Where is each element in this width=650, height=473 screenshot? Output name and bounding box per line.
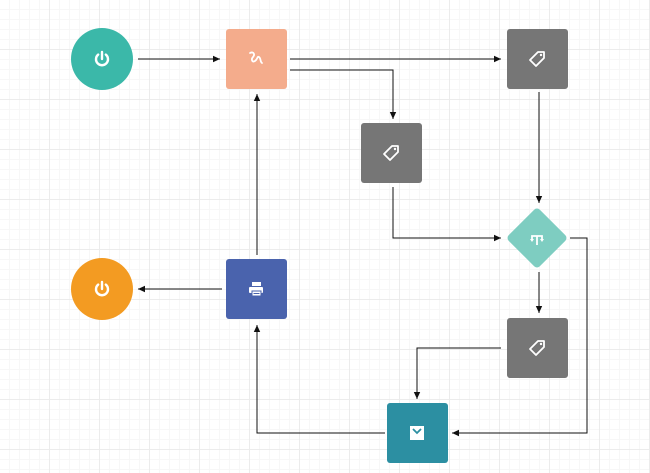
tag-icon xyxy=(527,338,547,358)
connector-gateway-to-inbox[interactable] xyxy=(452,237,588,437)
node-script[interactable] xyxy=(225,29,287,89)
power-icon xyxy=(92,279,112,299)
connector-tag-mid-to-gateway[interactable] xyxy=(392,187,501,242)
node-start[interactable] xyxy=(71,28,133,90)
tag-icon xyxy=(527,49,547,69)
connector-tag-bottom-to-inbox[interactable] xyxy=(413,347,501,399)
script-icon xyxy=(246,49,266,69)
printer-icon xyxy=(246,279,266,299)
split-arrows-icon xyxy=(527,228,547,248)
node-end[interactable] xyxy=(71,258,133,320)
node-printer[interactable] xyxy=(225,259,287,319)
connector-script-to-tag-mid[interactable] xyxy=(290,69,397,119)
node-inbox[interactable] xyxy=(386,403,448,463)
node-tag-top[interactable] xyxy=(506,29,568,89)
power-icon xyxy=(92,49,112,69)
tag-icon xyxy=(381,143,401,163)
node-tag-bottom[interactable] xyxy=(506,318,568,378)
node-gateway[interactable] xyxy=(505,206,569,270)
connector-inbox-to-printer[interactable] xyxy=(253,325,385,434)
node-tag-mid[interactable] xyxy=(360,123,422,183)
inbox-icon xyxy=(407,423,427,443)
